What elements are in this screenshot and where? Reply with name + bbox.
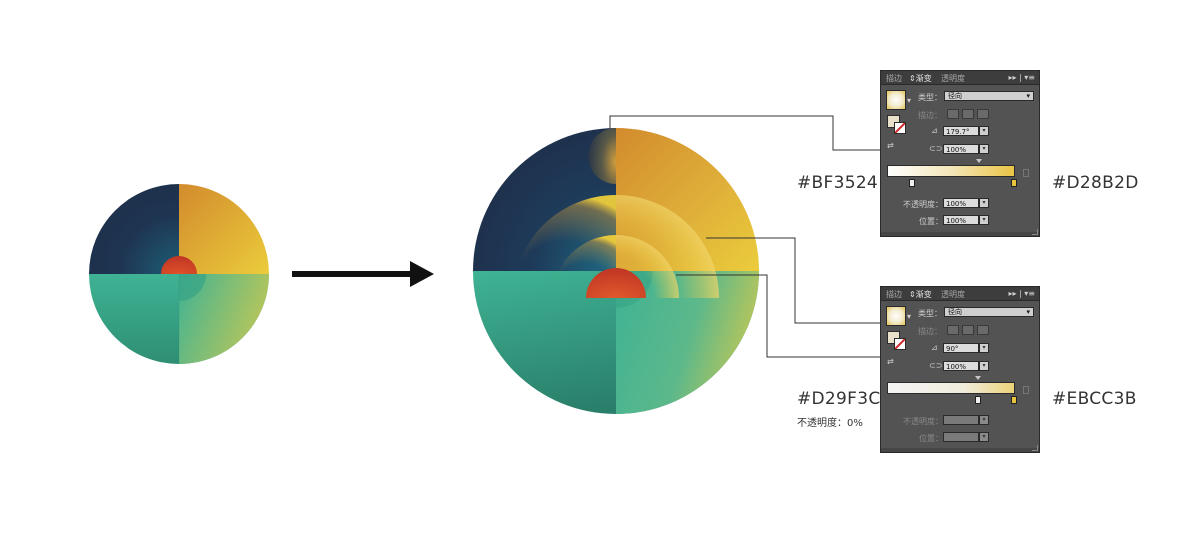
tab-stroke[interactable]: 描边 [886,74,902,83]
opacity-field[interactable]: 100% [943,198,979,208]
stroke-option-2[interactable] [962,325,974,335]
none-stroke-icon[interactable] [894,338,906,350]
stroke-label: 描边： [918,327,942,336]
location-dropdown[interactable]: ▾ [979,215,989,225]
gradient-midpoint[interactable] [975,376,981,380]
gradient-slider[interactable] [887,382,1015,394]
small-red-semicircle [161,256,197,274]
stroke-option-1[interactable] [947,325,959,335]
location-label: 位置： [919,434,943,443]
resize-grip-icon[interactable] [1032,229,1038,235]
stroke-option-3[interactable] [977,109,989,119]
stroke-option-2[interactable] [962,109,974,119]
type-label: 类型： [918,309,942,318]
type-label: 类型： [918,93,942,102]
gradient-panel-bottom: 描边 ⇕渐变 透明度 ▸▸ | ▾≡ ▾ 类型： 径向▾ 描边： ⇄ ⊿ 90°… [880,286,1040,453]
aspect-dropdown[interactable]: ▾ [979,144,989,154]
type-select[interactable]: 径向▾ [944,307,1034,317]
swatch-dropdown-icon[interactable]: ▾ [907,312,912,321]
opacity-field[interactable] [943,415,979,425]
tab-gradient[interactable]: ⇕渐变 [909,74,932,83]
resize-grip-icon[interactable] [1032,445,1038,451]
swatch-dropdown-icon[interactable]: ▾ [907,96,912,105]
gradient-stop-left[interactable] [909,179,915,187]
aspect-field[interactable]: 100% [943,361,979,371]
angle-icon: ⊿ [931,343,938,352]
type-select[interactable]: 径向▾ [944,91,1034,101]
gradient-slider[interactable] [887,165,1015,177]
panel-footer [881,448,1039,452]
aspect-ratio-icon: ⊂⊃ [929,361,943,370]
tab-transparency[interactable]: 透明度 [941,74,965,83]
panel-tabbar: 描边 ⇕渐变 透明度 ▸▸ | ▾≡ [881,71,1039,85]
stroke-label: 描边： [918,111,942,120]
large-red-semicircle [586,268,646,298]
gradient-swatch[interactable] [886,90,906,110]
panel-footer [881,232,1039,236]
gradient-stop-right[interactable] [1011,396,1017,404]
gradient-midpoint[interactable] [976,159,982,163]
hex-label-bottom-right: #EBCC3B [1052,389,1137,409]
gradient-stop-left[interactable] [975,396,981,404]
location-dropdown[interactable]: ▾ [979,432,989,442]
angle-field[interactable]: 179.7° [943,126,979,136]
large-top-bump [588,128,616,184]
small-circle-illustration [89,184,269,364]
reverse-gradient-icon[interactable]: ⇄ [887,141,894,150]
tab-gradient[interactable]: ⇕渐变 [909,290,932,299]
opacity-note: 不透明度：0% [797,418,863,429]
gradient-swatch[interactable] [886,306,906,326]
aspect-field[interactable]: 100% [943,144,979,154]
angle-dropdown[interactable]: ▾ [979,126,989,136]
delete-stop-icon[interactable] [1023,386,1029,394]
location-field[interactable] [943,432,979,442]
small-bottom-right-quadrant [179,274,269,364]
hex-label-bottom-left: #D29F3C [797,389,881,409]
aspect-ratio-icon: ⊂⊃ [929,144,943,153]
location-field[interactable]: 100% [943,215,979,225]
opacity-label: 不透明度： [903,417,943,426]
delete-stop-icon[interactable] [1023,169,1029,177]
stroke-option-3[interactable] [977,325,989,335]
angle-icon: ⊿ [931,126,938,135]
tab-stroke[interactable]: 描边 [886,290,902,299]
gradient-panel-top: 描边 ⇕渐变 透明度 ▸▸ | ▾≡ ▾ 类型： 径向▾ 描边： ⇄ ⊿ 179… [880,70,1040,237]
tab-transparency[interactable]: 透明度 [941,290,965,299]
opacity-label: 不透明度： [903,200,943,209]
angle-dropdown[interactable]: ▾ [979,343,989,353]
small-top-right-quadrant [179,184,269,274]
aspect-dropdown[interactable]: ▾ [979,361,989,371]
stroke-option-1[interactable] [947,109,959,119]
angle-field[interactable]: 90° [943,343,979,353]
hex-label-top-right: #D28B2D [1052,173,1139,193]
small-top-left-quadrant [89,184,179,274]
hex-label-top-left: #BF3524 [797,173,879,193]
reverse-gradient-icon[interactable]: ⇄ [887,357,894,366]
none-stroke-icon[interactable] [894,122,906,134]
panel-tabbar: 描边 ⇕渐变 透明度 ▸▸ | ▾≡ [881,287,1039,301]
panel-menu-icon[interactable]: ▸▸ | ▾≡ [1008,289,1035,298]
gradient-stop-right[interactable] [1011,179,1017,187]
opacity-dropdown[interactable]: ▾ [979,198,989,208]
large-circle-illustration [473,128,759,414]
location-label: 位置： [919,217,943,226]
opacity-dropdown[interactable]: ▾ [979,415,989,425]
large-bottom-right-quadrant [616,271,759,414]
panel-menu-icon[interactable]: ▸▸ | ▾≡ [1008,73,1035,82]
arrow-right-icon [292,261,434,287]
